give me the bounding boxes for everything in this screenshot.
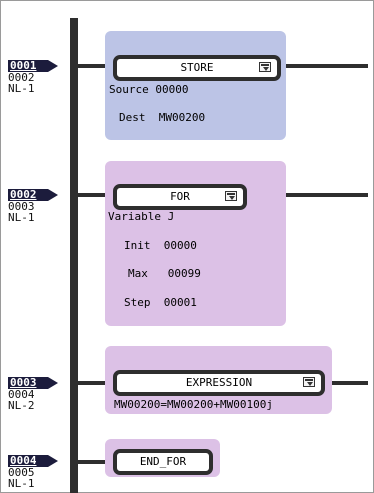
- dest-value: MW00200: [158, 111, 206, 124]
- step-number[interactable]: 0004: [8, 455, 58, 467]
- dest-label: Dest: [119, 111, 146, 124]
- collapse-icon[interactable]: [225, 191, 237, 201]
- store-block[interactable]: [105, 31, 286, 140]
- step-marker-0003[interactable]: 0003 0004 NL-2: [8, 377, 58, 412]
- dest-field[interactable]: Dest MW00200: [119, 111, 205, 124]
- end-for-instruction[interactable]: END_FOR: [113, 449, 213, 475]
- step-marker-0001[interactable]: 0001 0002 NL-1: [8, 60, 58, 95]
- next-step-number: 0004: [8, 388, 35, 401]
- source-value: 00000: [155, 83, 189, 96]
- variable-value: J: [167, 210, 175, 223]
- init-field[interactable]: Init 00000: [124, 239, 197, 252]
- step-marker-0002[interactable]: 0002 0003 NL-1: [8, 189, 58, 224]
- max-label: Max: [128, 267, 148, 280]
- init-label: Init: [124, 239, 151, 252]
- max-value: 00099: [167, 267, 201, 280]
- instruction-title: END_FOR: [139, 455, 187, 468]
- step-number[interactable]: 0003: [8, 377, 58, 389]
- source-label: Source: [109, 83, 149, 96]
- variable-field[interactable]: Variable J: [108, 210, 174, 223]
- expression-formula[interactable]: MW00200=MW00200+MW00100j: [114, 398, 273, 411]
- nest-level: NL-1: [8, 477, 35, 490]
- source-field[interactable]: Source 00000: [109, 83, 189, 96]
- for-instruction[interactable]: FOR: [113, 184, 247, 210]
- instruction-title: FOR: [170, 190, 190, 203]
- step-number[interactable]: 0001: [8, 60, 58, 72]
- nest-level: NL-2: [8, 399, 35, 412]
- max-field[interactable]: Max 00099: [128, 267, 201, 280]
- step-number[interactable]: 0002: [8, 189, 58, 201]
- step-wire-0004: [78, 460, 114, 464]
- variable-label: Variable: [108, 210, 161, 223]
- init-value: 00000: [163, 239, 197, 252]
- store-instruction[interactable]: STORE: [113, 55, 281, 81]
- instruction-title: EXPRESSION: [185, 376, 253, 389]
- next-step-number: 0005: [8, 466, 35, 479]
- collapse-icon[interactable]: [303, 377, 315, 387]
- next-step-number: 0003: [8, 200, 35, 213]
- step-value: 00001: [163, 296, 197, 309]
- step-label: Step: [124, 296, 151, 309]
- nest-level: NL-1: [8, 82, 35, 95]
- next-step-number: 0002: [8, 71, 35, 84]
- collapse-icon[interactable]: [259, 62, 271, 72]
- expression-instruction[interactable]: EXPRESSION: [113, 370, 325, 396]
- instruction-title: STORE: [180, 61, 214, 74]
- step-marker-0004[interactable]: 0004 0005 NL-1: [8, 455, 58, 490]
- nest-level: NL-1: [8, 211, 35, 224]
- step-field[interactable]: Step 00001: [124, 296, 197, 309]
- ladder-left-rail: [70, 18, 78, 493]
